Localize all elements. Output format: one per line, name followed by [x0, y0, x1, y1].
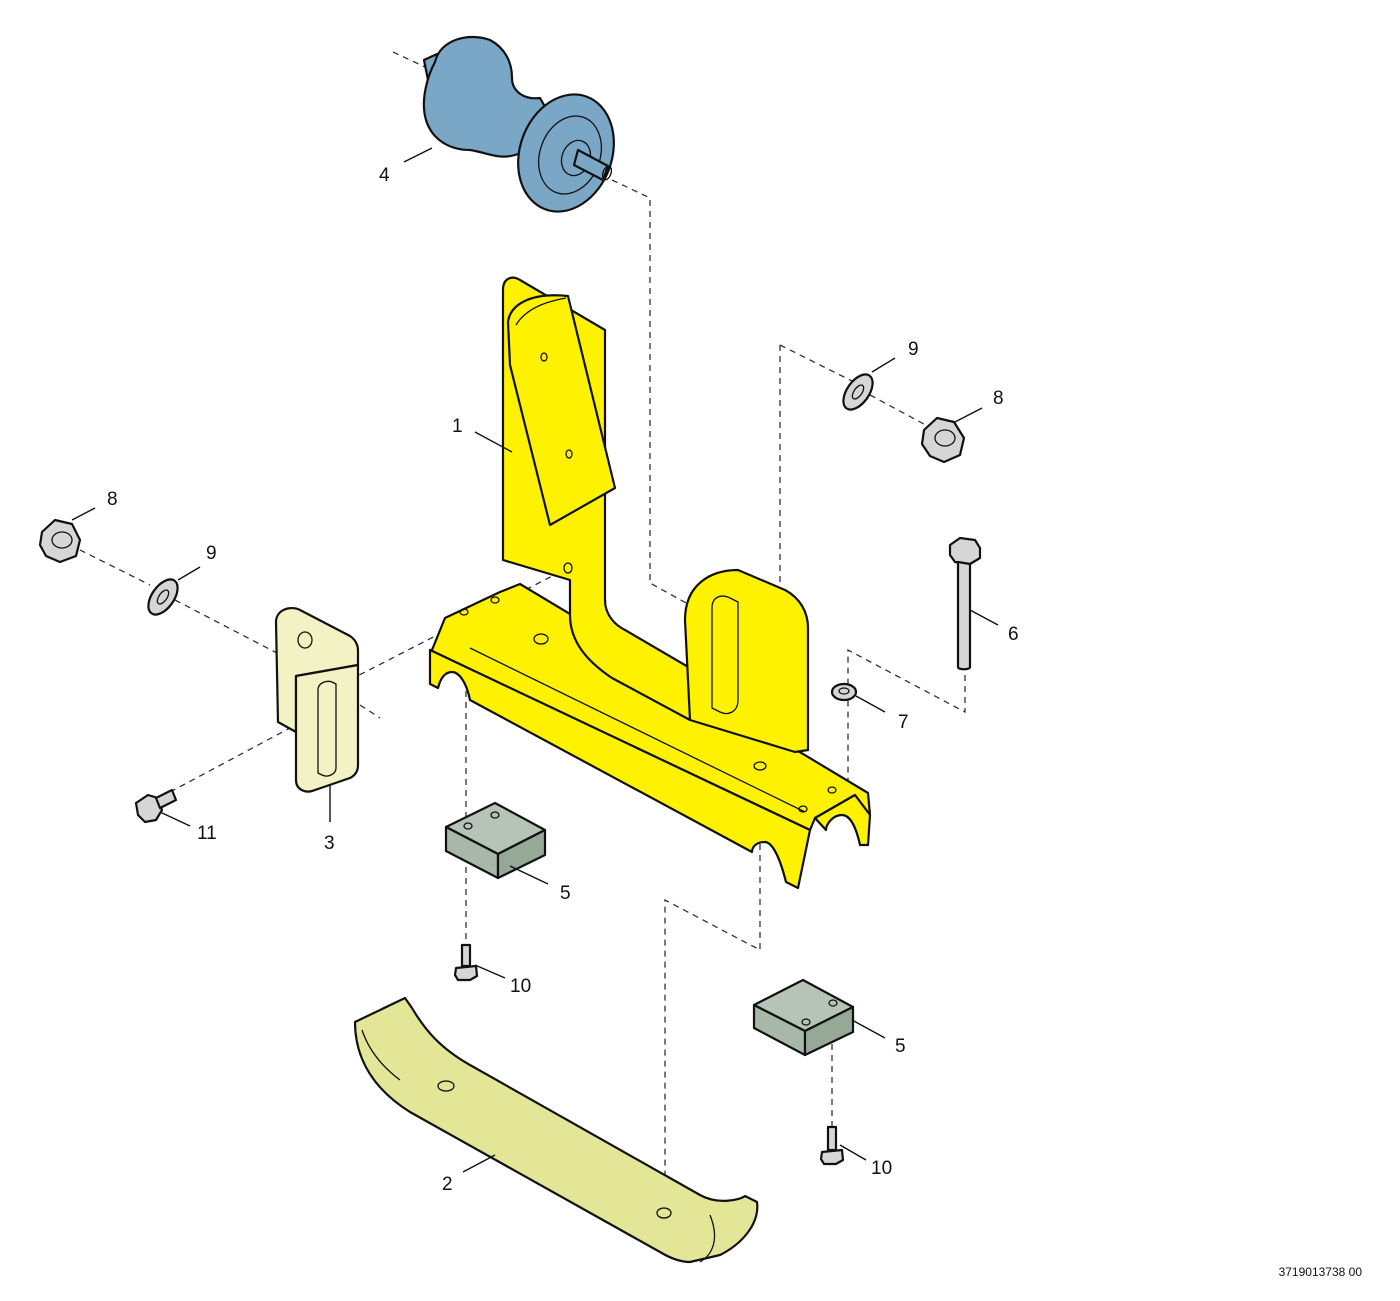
bracket-front	[294, 663, 360, 793]
callout-5: 5	[895, 1036, 906, 1057]
screw-shank	[460, 943, 472, 968]
plate-hole	[656, 1207, 672, 1219]
drawing-number: 3719013738 00	[1278, 1265, 1362, 1279]
frame-hole	[459, 608, 469, 616]
nut-collar	[51, 531, 73, 549]
plate-part-2	[353, 996, 759, 1264]
screw-part-11	[134, 788, 178, 824]
callouts: 1 2 3 4 5 5 6 7 8 8 9 9 10 10 11	[107, 165, 1019, 1195]
callout-8: 8	[107, 489, 118, 510]
screw-shank	[154, 788, 178, 810]
callout-6: 6	[1008, 624, 1019, 645]
washer-9	[842, 373, 874, 411]
nut-body	[38, 518, 82, 564]
frame-hole	[565, 449, 573, 459]
pad-hole	[801, 1018, 811, 1026]
callout-2: 2	[442, 1174, 453, 1195]
bracket-slot	[317, 680, 337, 777]
bolt-part-6	[948, 536, 982, 671]
frame-base-right-flange	[813, 793, 872, 847]
bolt-head	[948, 536, 982, 566]
bolt-shank	[956, 560, 972, 671]
callout-4: 4	[379, 165, 390, 186]
callout-1: 1	[452, 416, 463, 437]
plate-hole	[437, 1080, 455, 1092]
callout-9: 9	[908, 339, 919, 360]
frame-upper-plate	[506, 294, 617, 527]
nut-body	[920, 416, 966, 464]
nut-part-8-left	[38, 518, 82, 564]
washer-9-hole	[156, 589, 170, 605]
bracket-side	[274, 606, 360, 734]
roller-flange	[517, 93, 615, 213]
washer-9	[147, 578, 179, 616]
callout-10: 10	[871, 1158, 892, 1179]
plate-flange-line	[361, 1029, 401, 1081]
screw-head	[453, 964, 479, 982]
callout-11: 11	[197, 823, 217, 844]
callout-10: 10	[510, 976, 531, 997]
screw-head	[819, 1148, 845, 1166]
pad-part-5-left	[444, 801, 547, 880]
roller-axle-end	[601, 165, 613, 181]
plate-body	[353, 996, 759, 1264]
pad-hole	[828, 999, 838, 1007]
frame-slot	[711, 595, 739, 715]
frame-slotted-upright	[683, 568, 810, 754]
frame-bend-line	[469, 647, 806, 813]
washer-part-7	[830, 682, 858, 702]
frame-part-1	[428, 276, 872, 890]
frame-hole	[533, 633, 549, 645]
screw-head	[134, 793, 164, 824]
pad-right-face	[803, 1005, 855, 1057]
pad-right-face	[496, 828, 547, 880]
frame-hole	[540, 352, 548, 362]
nut-part-8-right	[920, 416, 966, 464]
screw-part-10-left	[453, 943, 479, 982]
washer-9-hole	[851, 384, 865, 400]
bracket-part-3	[274, 606, 360, 793]
washer-7-hole	[838, 687, 850, 695]
callout-5: 5	[560, 883, 571, 904]
washer-part-9-left	[147, 578, 179, 616]
callout-3: 3	[324, 833, 335, 854]
nut-collar	[934, 429, 956, 447]
pad-hole	[490, 811, 500, 819]
pad-hole	[463, 822, 473, 830]
plate-flange-line-right	[699, 1214, 716, 1263]
frame-hole	[827, 786, 837, 794]
frame-upper-plate-edge	[515, 297, 567, 326]
washer-part-9-right	[842, 373, 874, 411]
roller-part-4	[422, 35, 615, 213]
callout-9: 9	[206, 543, 217, 564]
pad-part-5-right	[752, 978, 855, 1057]
bracket-hole	[297, 631, 313, 649]
leader-lines	[71, 147, 999, 1173]
screw-part-10-right	[819, 1125, 845, 1166]
callout-8: 8	[993, 388, 1004, 409]
washer-7	[830, 682, 858, 702]
frame-base-front-flange	[428, 648, 812, 890]
frame-hole	[490, 596, 500, 604]
frame-hole	[753, 761, 767, 771]
frame-hole	[563, 562, 573, 574]
roller-axle	[572, 148, 610, 182]
screw-shank	[826, 1125, 838, 1152]
callout-7: 7	[898, 712, 909, 733]
